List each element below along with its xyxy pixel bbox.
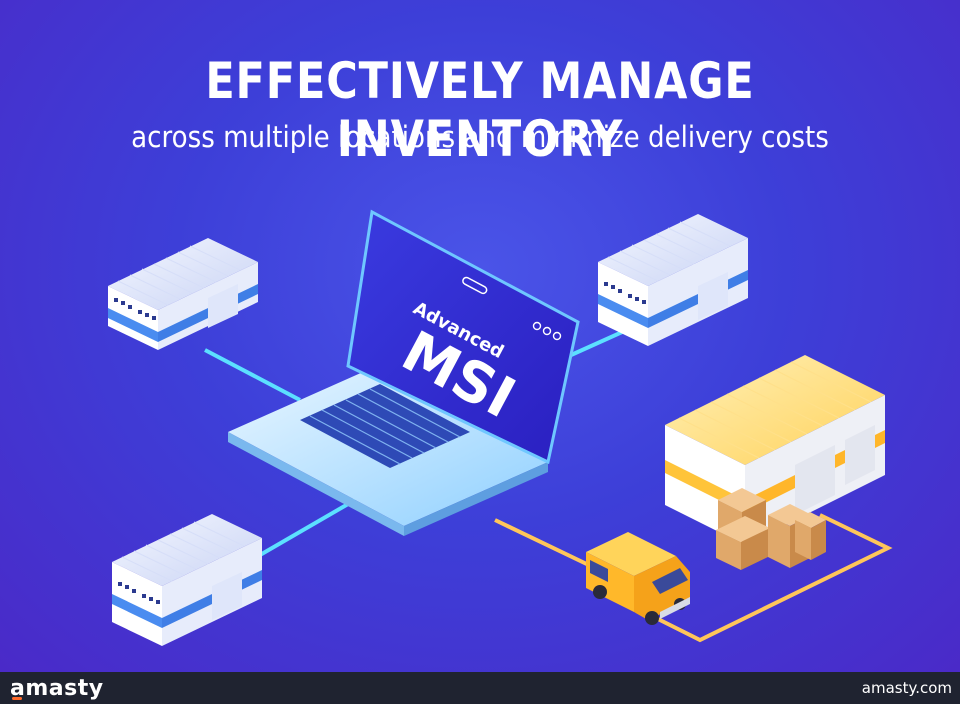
connector-van-to-warehouse [649, 513, 893, 643]
camera-notch [462, 276, 488, 295]
cardboard-boxes [716, 488, 826, 570]
laptop-keyboard [300, 384, 470, 468]
hero-banner: Advanced MSI EFFECTIVELY MANAGE INVENTOR… [0, 0, 960, 672]
connection-lines [204, 313, 893, 643]
inventory-illustration: Advanced MSI [108, 209, 893, 646]
connector-top-left [204, 348, 301, 402]
brand-accent-mark [12, 696, 22, 700]
laptop-screen [346, 209, 580, 465]
delivery-van [586, 532, 690, 625]
brand-logo[interactable]: amasty [10, 676, 104, 701]
site-link[interactable]: amasty.com [861, 679, 952, 697]
connector-bottom-left [258, 498, 357, 557]
main-warehouse [665, 355, 885, 545]
laptop [228, 209, 580, 536]
brand-name: amasty [10, 675, 104, 701]
page-subtitle: across multiple locations and minimize d… [131, 120, 829, 154]
window-dots [532, 321, 562, 341]
connector-to-van [494, 518, 596, 570]
warehouse-bottom-left [112, 514, 262, 646]
warehouse-top-left [108, 238, 258, 350]
warehouse-top-right [598, 214, 748, 346]
footer-bar: amasty amasty.com [0, 672, 960, 704]
page-title: EFFECTIVELY MANAGE INVENTORY [205, 52, 755, 168]
